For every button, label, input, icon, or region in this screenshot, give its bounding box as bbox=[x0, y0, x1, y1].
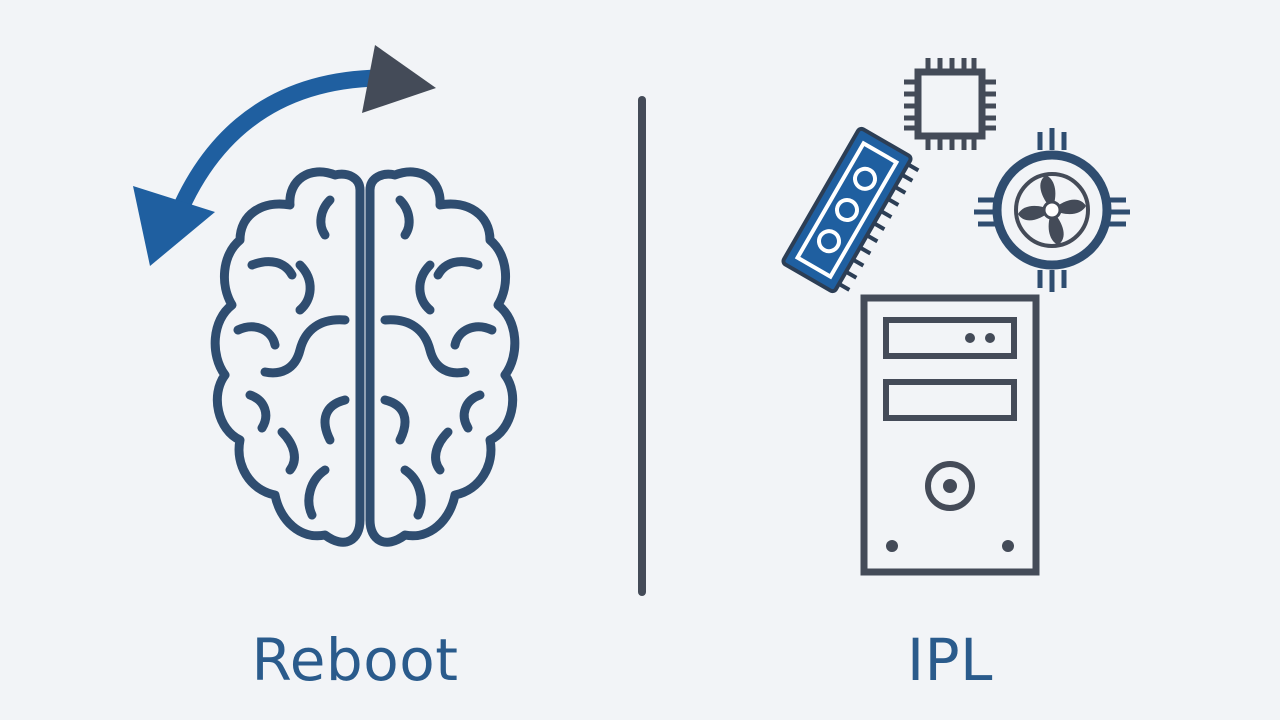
brain-icon bbox=[210, 167, 520, 547]
computer-tower-icon bbox=[860, 294, 1040, 576]
ipl-label: IPL bbox=[907, 626, 993, 694]
ram-module-icon bbox=[781, 126, 920, 294]
reboot-label: Reboot bbox=[251, 626, 459, 694]
cooling-fan-icon bbox=[974, 128, 1130, 292]
cpu-chip-icon bbox=[904, 58, 996, 150]
circular-arrow-icon bbox=[133, 45, 436, 266]
